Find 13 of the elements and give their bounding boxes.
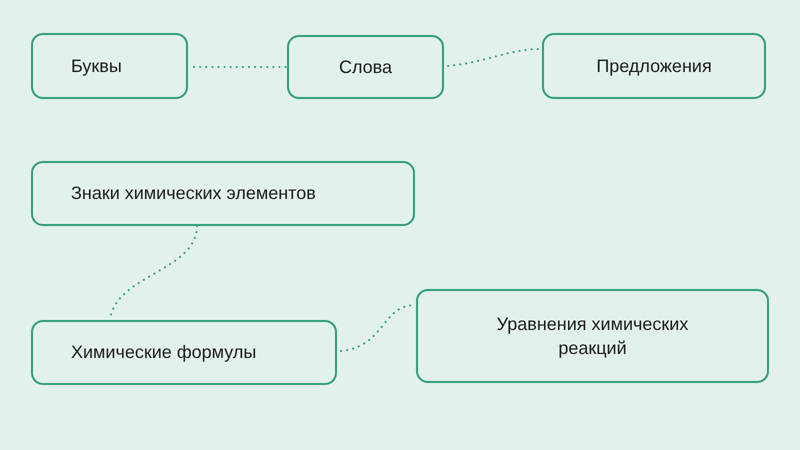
concept-box [31,320,337,385]
concept-label: Слова [338,56,392,79]
concept-label: Буквы [71,54,122,78]
dotted-connector [193,66,288,68]
concept-box [31,161,415,226]
concept-box [287,35,444,99]
concept-box [31,33,188,99]
concept-box [542,33,766,99]
concept-label: Предложения [596,54,712,78]
concept-label: Уравнения химических реакций [496,312,690,360]
concept-box [416,289,769,383]
concept-label: Химические формулы [71,341,256,364]
concept-label: Знаки химических элементов [71,182,316,206]
